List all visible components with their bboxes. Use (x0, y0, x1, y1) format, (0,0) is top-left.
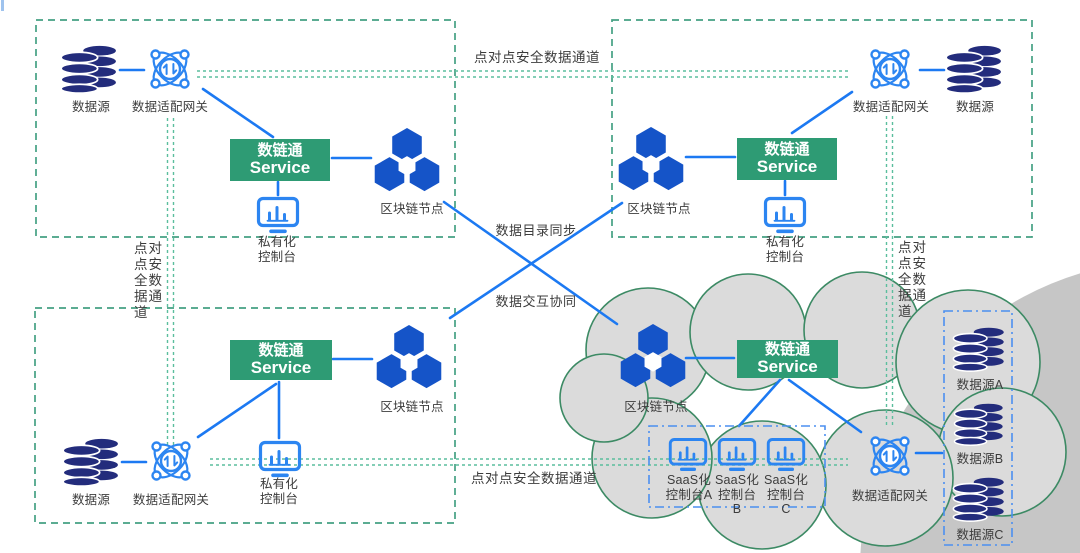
data-gateway-label: 数据适配网关 (131, 100, 209, 114)
private-console-label: 私有化 控制台 (765, 235, 805, 264)
gateway-icon (147, 437, 195, 485)
blockchain-node-icon (376, 324, 442, 389)
data-source-c-label: 数据源C (956, 528, 1004, 542)
p2p-channel-top-label: 点对点安全数据通道 (474, 50, 600, 65)
br-service-console-link (737, 378, 782, 428)
console-icon (763, 196, 807, 234)
service-box: 数链通 Service (737, 138, 837, 180)
database-icon (62, 438, 119, 487)
private-console-label: 私有化 控制台 (257, 235, 297, 264)
database-icon (945, 45, 1002, 94)
data-source-label: 数据源 (955, 100, 995, 114)
blockchain-node-icon (618, 126, 684, 191)
blockchain-node-label: 区块链节点 (624, 400, 688, 414)
service-sub: Service (757, 357, 818, 377)
p2p-channel-left-label: 点对点安全数据通道 (134, 241, 163, 320)
p2p-channel-lines (166, 70, 894, 466)
service-sub: Service (249, 158, 311, 178)
database-icon-b (953, 402, 1004, 446)
service-box: 数链通 Service (737, 340, 838, 378)
channel-top (197, 70, 851, 78)
database-icon-c (952, 476, 1005, 522)
tl-gw-service-link (201, 87, 275, 139)
blockchain-node-label: 区块链节点 (380, 400, 444, 414)
service-name: 数链通 (258, 342, 304, 360)
blockchain-node-icon (620, 323, 686, 388)
data-gateway-label: 数据适配网关 (132, 493, 210, 507)
service-sub: Service (250, 358, 312, 378)
saas-console-label-c: SaaS化 控制台 C (763, 473, 809, 516)
service-name: 数链通 (764, 341, 810, 359)
channel-right (885, 116, 894, 428)
gateway-icon (866, 45, 914, 93)
blockchain-node-icon (374, 127, 440, 192)
private-console-label: 私有化 控制台 (259, 477, 299, 506)
saas-console-icon-c (766, 437, 806, 471)
service-name: 数链通 (764, 141, 810, 159)
database-icon (60, 45, 117, 94)
blockchain-node-label: 区块链节点 (627, 202, 691, 216)
service-box: 数链通 Service (230, 340, 332, 380)
data-source-label: 数据源 (71, 493, 111, 507)
bl-gw-service-link (196, 382, 278, 439)
console-icon (258, 440, 302, 478)
saas-console-icon-a (668, 437, 708, 471)
service-box: 数链通 Service (230, 139, 330, 181)
service-name: 数链通 (257, 142, 303, 160)
service-sub: Service (756, 157, 818, 177)
channel-left (166, 118, 175, 450)
cursor-artifact (1, 0, 4, 11)
database-icon-a (952, 326, 1005, 372)
console-icon (256, 196, 300, 234)
p2p-channel-bottom-label: 点对点安全数据通道 (471, 471, 597, 486)
data-source-b-label: 数据源B (956, 452, 1004, 466)
saas-console-label-a: SaaS化 控制台A (665, 473, 713, 502)
interaction-label: 数据交互协同 (495, 294, 577, 309)
p2p-channel-right-label: 点对点安全数据通道 (898, 240, 927, 319)
tr-gw-service-link (790, 90, 854, 135)
saas-console-label-b: SaaS化 控制台 B (714, 473, 760, 516)
gateway-icon (146, 45, 194, 93)
catalog-sync-label: 数据目录同步 (495, 223, 577, 238)
data-source-a-label: 数据源A (956, 378, 1004, 392)
data-gateway-label: 数据适配网关 (851, 489, 929, 503)
br-service-gw-link (787, 378, 863, 434)
saas-console-icon-b (717, 437, 757, 471)
blockchain-node-label: 区块链节点 (380, 202, 444, 216)
data-gateway-label: 数据适配网关 (852, 100, 930, 114)
data-source-label: 数据源 (71, 100, 111, 114)
gateway-icon (866, 432, 914, 480)
